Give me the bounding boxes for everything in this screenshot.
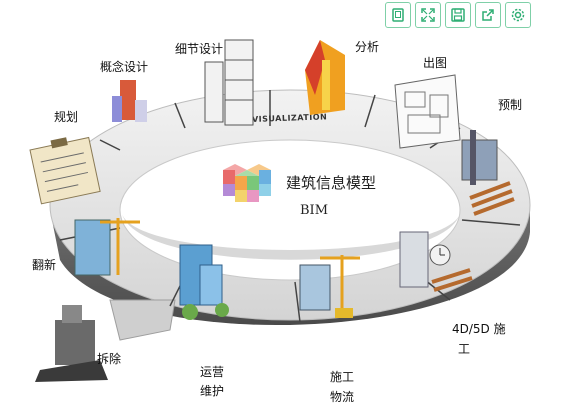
renovation-building-icon [74, 218, 140, 276]
settings-icon [511, 8, 525, 22]
copy-icon [392, 8, 404, 22]
stage-label-logistics: 物流 [330, 390, 355, 404]
detail-building-icon [204, 39, 254, 126]
construction-4d5d-icon [399, 231, 473, 292]
share-button[interactable] [475, 2, 501, 28]
clipboard-icon [29, 136, 101, 205]
image-toolbar [385, 2, 547, 28]
expand-button[interactable] [415, 2, 441, 28]
stage-label-planning: 规划 [54, 110, 79, 124]
share-icon [482, 9, 494, 21]
ring-banner-text: VISUALIZATION [252, 112, 328, 124]
stage-label-concept-design: 概念设计 [100, 60, 149, 74]
demolition-rubble-icon [35, 305, 108, 382]
stage-label-maintenance: 维护 [200, 384, 225, 398]
building-illustrations [29, 39, 515, 382]
logistics-crane-icon [299, 255, 360, 318]
expand-icon [421, 8, 435, 22]
stage-label-detail-design: 细节设计 [175, 42, 224, 56]
stage-label-4d5d-line2: 工 [458, 342, 471, 356]
settings-button[interactable] [505, 2, 531, 28]
stage-label-construction: 施工 [330, 370, 355, 384]
stage-label-4d5d: 4D/5D 施 [452, 322, 506, 336]
save-button[interactable] [445, 2, 471, 28]
stage-label-drawing: 出图 [423, 56, 448, 70]
stage-label-demolition: 拆除 [97, 352, 122, 366]
bim-cube-logo [223, 164, 271, 202]
operation-building-icon [179, 244, 229, 320]
ring-tail [109, 299, 176, 341]
prefab-crane-icon [461, 130, 515, 216]
stage-label-prefab: 预制 [498, 98, 523, 112]
stage-label-operation: 运营 [200, 365, 225, 379]
center-title: 建筑信息模型 [286, 174, 377, 192]
analysis-building-icon [305, 40, 345, 115]
stage-label-renovation: 翻新 [32, 258, 57, 272]
concept-building-icon [112, 80, 147, 122]
stage-label-analysis: 分析 [355, 40, 380, 54]
center-subtitle: BIM [300, 203, 328, 218]
save-icon [451, 8, 465, 22]
drawing-sheet-icon [394, 74, 461, 149]
copy-button[interactable] [385, 2, 411, 28]
